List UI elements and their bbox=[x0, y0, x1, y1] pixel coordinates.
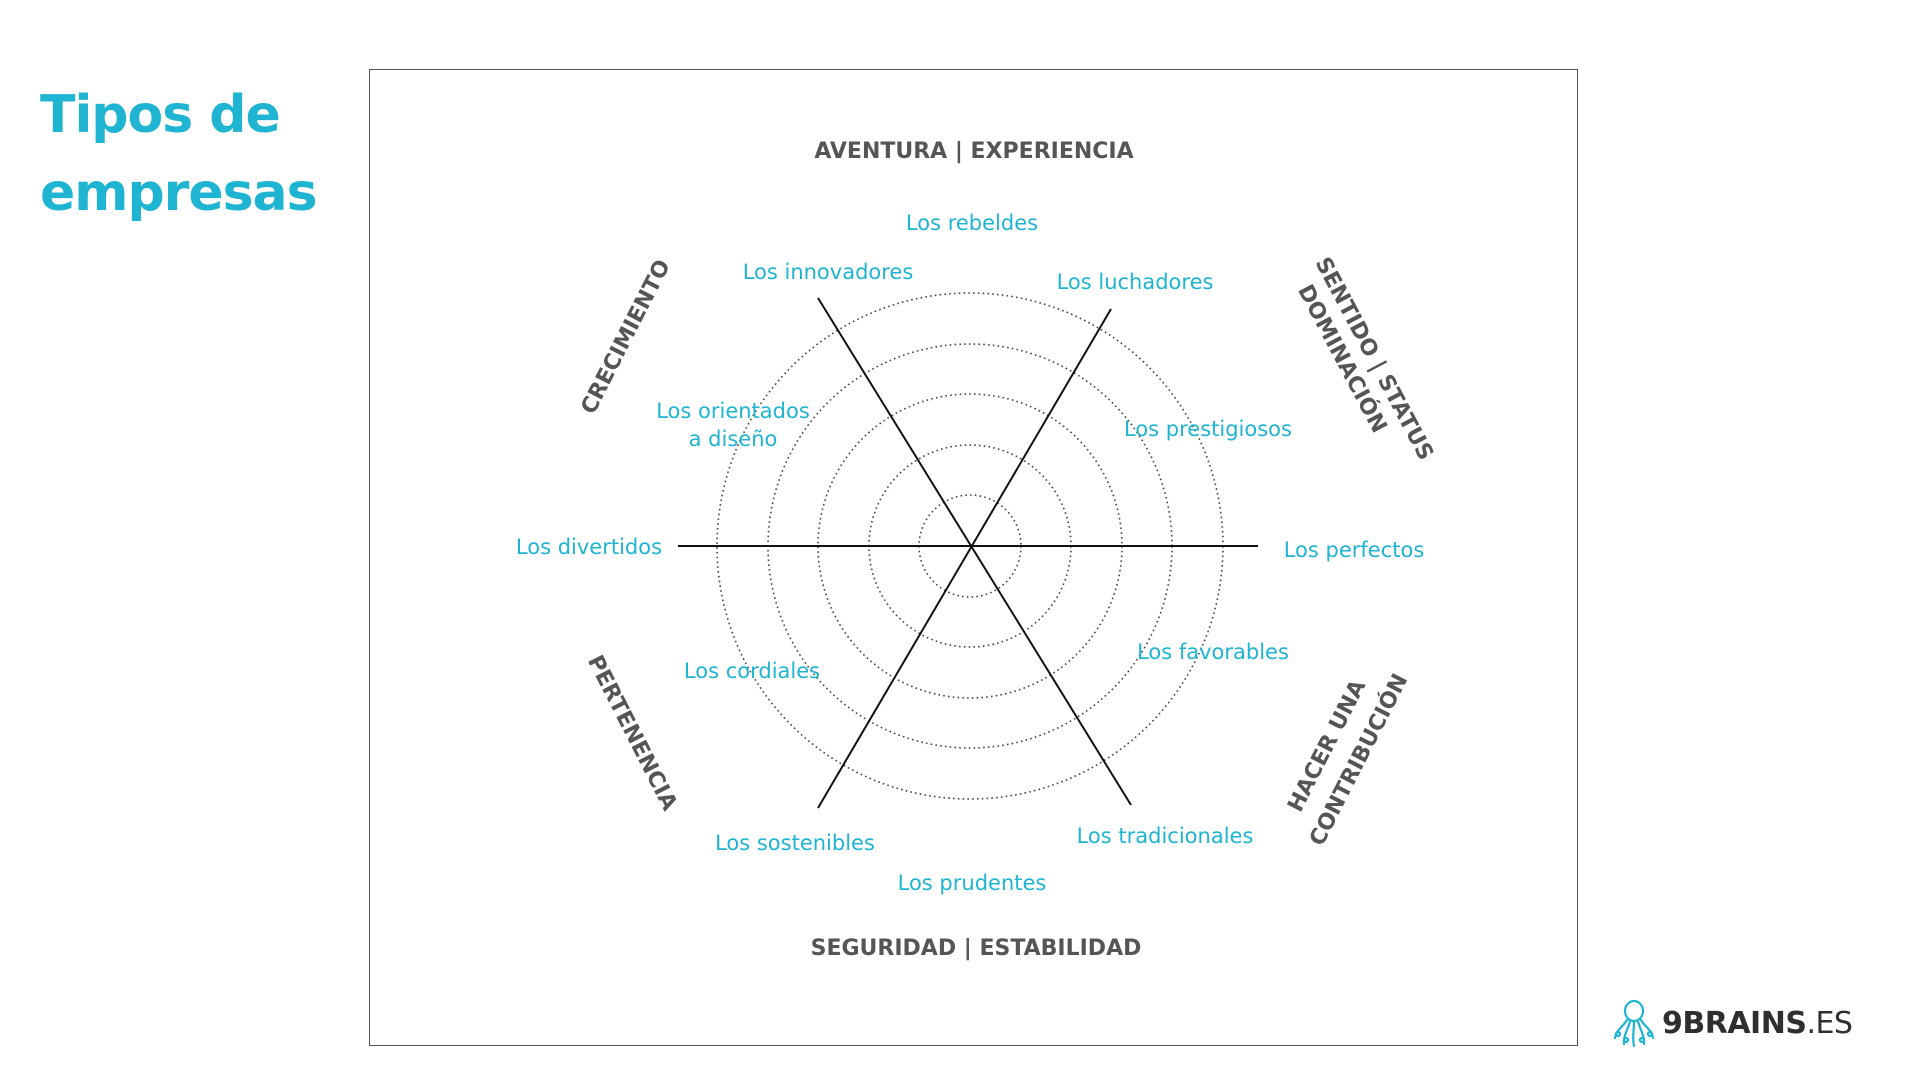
brand-name-suffix: .ES bbox=[1806, 1005, 1853, 1041]
axis-diagonal-right bbox=[817, 308, 1112, 809]
axes bbox=[678, 297, 1258, 809]
type-orientados-line-2: a diseño bbox=[689, 427, 778, 451]
type-prudentes: Los prudentes bbox=[898, 871, 1047, 895]
brand-name-strong: 9BRAINS bbox=[1662, 1005, 1807, 1041]
page-title-line-1: Tipos de bbox=[40, 85, 281, 145]
category-bottom: SEGURIDAD | ESTABILIDAD bbox=[811, 936, 1142, 961]
type-orientados-line-1: Los orientados bbox=[656, 399, 810, 423]
type-prestigiosos: Los prestigiosos bbox=[1124, 417, 1292, 441]
type-sostenibles: Los sostenibles bbox=[715, 831, 875, 855]
page-title: Tipos de empresas bbox=[40, 76, 318, 232]
type-favorables: Los favorables bbox=[1137, 640, 1289, 664]
type-divertidos: Los divertidos bbox=[516, 535, 662, 559]
brand-logo: 9BRAINS.ES bbox=[1612, 998, 1853, 1048]
type-labels: Los rebeldes Los innovadores Los luchado… bbox=[516, 211, 1424, 895]
type-rebeldes: Los rebeldes bbox=[906, 211, 1038, 235]
page-title-line-2: empresas bbox=[40, 163, 318, 223]
category-lower-left: PERTENENCIA bbox=[582, 651, 682, 814]
type-tradicionales: Los tradicionales bbox=[1077, 824, 1254, 848]
category-top: AVENTURA | EXPERIENCIA bbox=[814, 139, 1133, 164]
type-luchadores: Los luchadores bbox=[1057, 270, 1214, 294]
octopus-icon bbox=[1613, 999, 1655, 1048]
axis-diagonal-left bbox=[817, 297, 1132, 806]
type-perfectos: Los perfectos bbox=[1284, 538, 1425, 562]
brand-name: 9BRAINS.ES bbox=[1662, 1005, 1853, 1041]
diagram-frame bbox=[369, 69, 1578, 1046]
type-innovadores: Los innovadores bbox=[743, 260, 914, 284]
type-cordiales: Los cordiales bbox=[684, 659, 820, 683]
category-upper-left: CRECIMIENTO bbox=[577, 256, 676, 419]
